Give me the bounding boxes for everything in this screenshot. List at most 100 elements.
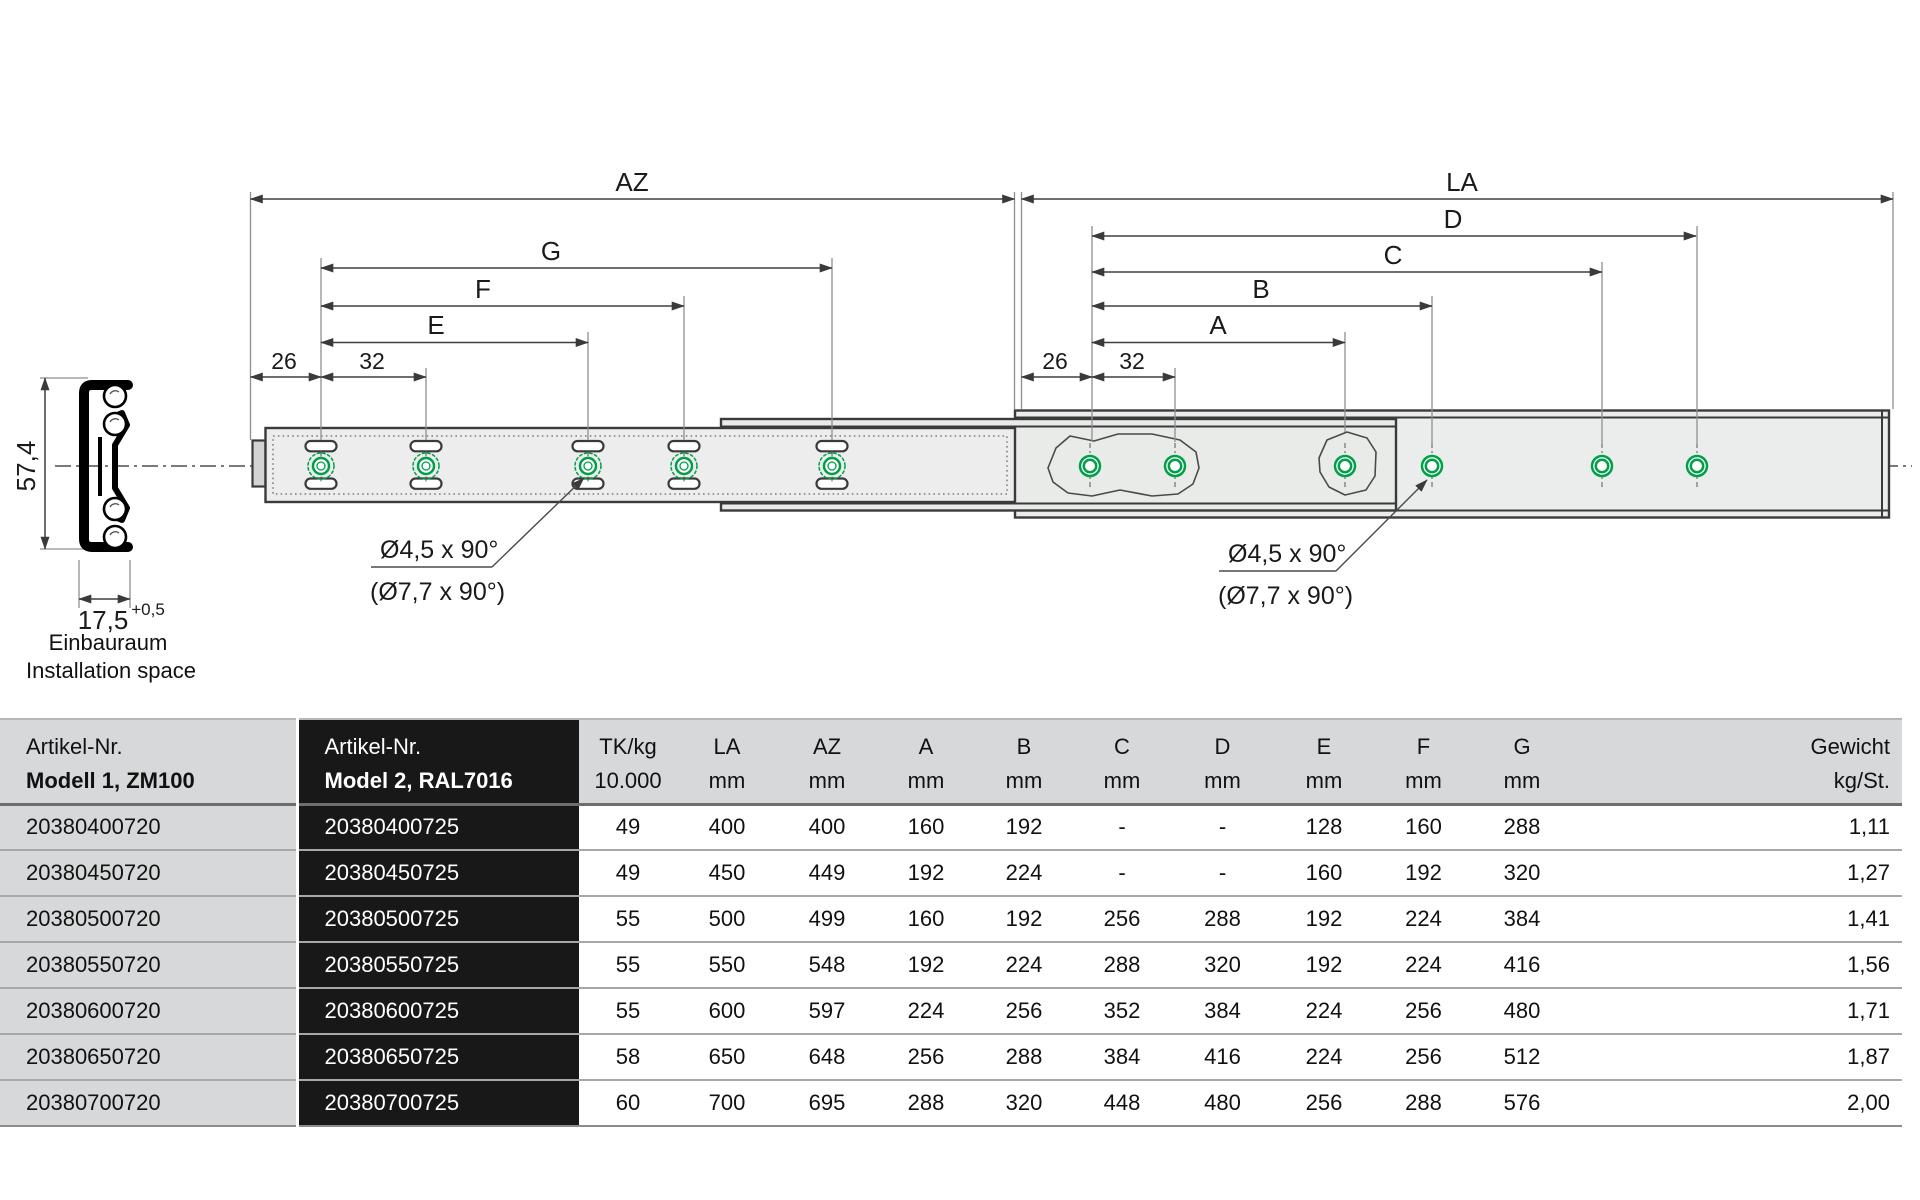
dim-label-f: F	[475, 274, 491, 304]
dim-label-32-left: 32	[359, 348, 385, 374]
artikel-nr-modell1-cell: 20380500720	[0, 896, 297, 942]
value-cell: 695	[777, 1080, 877, 1126]
dimensions: AZ LA D C B A G F E 26 32 26 32	[249, 167, 1894, 382]
value-cell: 597	[777, 988, 877, 1034]
cross-section: 57,4 17,5 +0,5 Einbauraum Installation s…	[11, 377, 196, 683]
dim-label-az: AZ	[615, 167, 648, 197]
dim-label-b: B	[1252, 274, 1269, 304]
value-cell: 288	[877, 1080, 975, 1126]
artikel-nr-modell2-cell: 20380400725	[295, 804, 579, 850]
artikel-nr-modell1-cell: 20380650720	[0, 1034, 297, 1080]
value-cell: 450	[677, 850, 777, 896]
header-modell2: Model 2, RAL7016	[324, 768, 513, 793]
value-cell: 49	[579, 850, 677, 896]
value-cell: 550	[677, 942, 777, 988]
artikel-nr-modell1-cell: 20380400720	[0, 804, 297, 850]
dim-label-height: 57,4	[11, 441, 41, 492]
value-cell: 256	[1274, 1080, 1374, 1126]
artikel-nr-modell2-cell: 20380500725	[295, 896, 579, 942]
clearance-cutout-2	[1318, 431, 1377, 496]
value-cell: 320	[1473, 850, 1571, 896]
hole-callout-left: Ø4,5 x 90° (Ø7,7 x 90°)	[370, 477, 585, 606]
dim-label-width-tolerance: +0,5	[131, 600, 165, 619]
value-cell: 2,00	[1571, 1080, 1902, 1126]
clearance-cutout-1	[1047, 433, 1200, 497]
value-cell: 192	[975, 804, 1073, 850]
value-cell: -	[1171, 850, 1274, 896]
value-cell: 1,71	[1571, 988, 1902, 1034]
value-cell: 256	[1374, 988, 1473, 1034]
front-rail-holes	[1078, 443, 1709, 489]
dim-label-d: D	[1444, 204, 1463, 234]
slide-assembly	[251, 409, 1891, 519]
value-cell: 288	[1073, 942, 1171, 988]
value-cell: 320	[1171, 942, 1274, 988]
value-cell: 55	[579, 988, 677, 1034]
value-cell: 58	[579, 1034, 677, 1080]
value-cell: -	[1171, 804, 1274, 850]
dim-label-a: A	[1209, 310, 1227, 340]
value-cell: 384	[1473, 896, 1571, 942]
header-artikel-nr-2: Artikel-Nr.	[324, 734, 422, 759]
caption-einbauraum: Einbauraum	[49, 630, 168, 655]
value-cell: 480	[1171, 1080, 1274, 1126]
value-cell: 449	[777, 850, 877, 896]
value-cell: 1,11	[1571, 804, 1902, 850]
caption-installation-space: Installation space	[26, 658, 196, 683]
left-rail	[264, 426, 1017, 504]
header-modell1: Modell 1, ZM100	[26, 768, 195, 793]
value-cell: 400	[777, 804, 877, 850]
hole-callout-right: Ø4,5 x 90° (Ø7,7 x 90°)	[1218, 479, 1428, 610]
value-cell: 288	[1171, 896, 1274, 942]
artikel-nr-modell2-cell: 20380700725	[295, 1080, 579, 1126]
value-cell: 49	[579, 804, 677, 850]
value-cell: 448	[1073, 1080, 1171, 1126]
table-header-row: Artikel-Nr. Modell 1, ZM100 Artikel-Nr. …	[0, 718, 1902, 804]
value-cell: 160	[877, 804, 975, 850]
value-cell: 1,41	[1571, 896, 1902, 942]
artikel-nr-modell2-cell: 20380650725	[295, 1034, 579, 1080]
value-cell: 548	[777, 942, 877, 988]
value-cell: 288	[975, 1034, 1073, 1080]
value-cell: 1,56	[1571, 942, 1902, 988]
value-cell: 128	[1274, 804, 1374, 850]
value-cell: 224	[1374, 896, 1473, 942]
value-cell: 224	[975, 850, 1073, 896]
value-cell: 320	[975, 1080, 1073, 1126]
value-cell: -	[1073, 804, 1171, 850]
value-cell: 192	[1274, 942, 1374, 988]
value-cell: 224	[877, 988, 975, 1034]
value-cell: 256	[1073, 896, 1171, 942]
col-header-artikel-modell2: Artikel-Nr. Model 2, RAL7016	[295, 718, 579, 804]
value-cell: 160	[877, 896, 975, 942]
value-cell: 55	[579, 896, 677, 942]
value-cell: 416	[1171, 1034, 1274, 1080]
value-cell: 400	[677, 804, 777, 850]
value-cell: 192	[975, 896, 1073, 942]
value-cell: 499	[777, 896, 877, 942]
left-rail-end-tab	[251, 439, 267, 488]
hole-spec-secondary: (Ø7,7 x 90°)	[370, 578, 505, 606]
value-cell: 288	[1374, 1080, 1473, 1126]
artikel-nr-modell1-cell: 20380600720	[0, 988, 297, 1034]
value-cell: 192	[877, 850, 975, 896]
dim-label-26-right: 26	[1042, 348, 1068, 374]
dim-label-26-left: 26	[271, 348, 297, 374]
artikel-nr-modell2-cell: 20380450725	[295, 850, 579, 896]
left-rail-holes	[304, 439, 849, 490]
artikel-nr-modell2-cell: 20380550725	[295, 942, 579, 988]
dim-label-e: E	[427, 310, 444, 340]
value-cell: 60	[579, 1080, 677, 1126]
